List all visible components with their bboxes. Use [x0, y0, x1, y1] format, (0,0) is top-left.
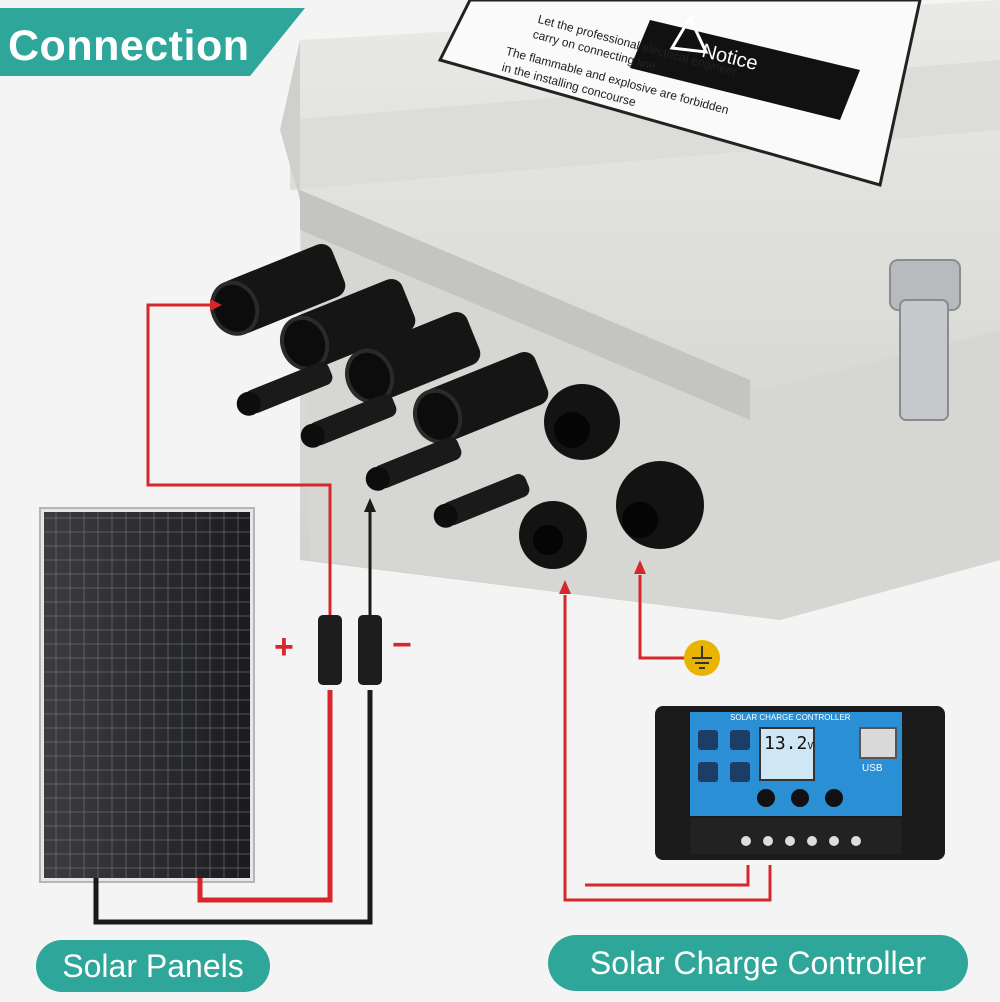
charge-controller-label: Solar Charge Controller	[548, 935, 968, 991]
cable-glands	[519, 384, 704, 569]
page-title: Connection	[8, 22, 250, 70]
usb-label: USB	[862, 763, 883, 774]
controller-title: SOLAR CHARGE CONTROLLER	[730, 713, 851, 722]
display-value: 13.2	[764, 733, 808, 754]
mc4-connectors	[209, 243, 549, 528]
display-unit: V	[807, 741, 814, 752]
controller-display: 13.2V	[764, 733, 813, 754]
charge-controller	[655, 706, 945, 860]
header-banner: Connection	[0, 8, 305, 76]
solar-panels-label: Solar Panels	[36, 940, 270, 992]
panel-plugs	[318, 615, 382, 685]
solar-panel	[39, 507, 255, 883]
ground-icon	[684, 640, 720, 676]
wiring	[93, 299, 772, 925]
latch-icon	[889, 259, 961, 421]
negative-label: −	[392, 626, 412, 664]
positive-label: +	[274, 628, 294, 666]
